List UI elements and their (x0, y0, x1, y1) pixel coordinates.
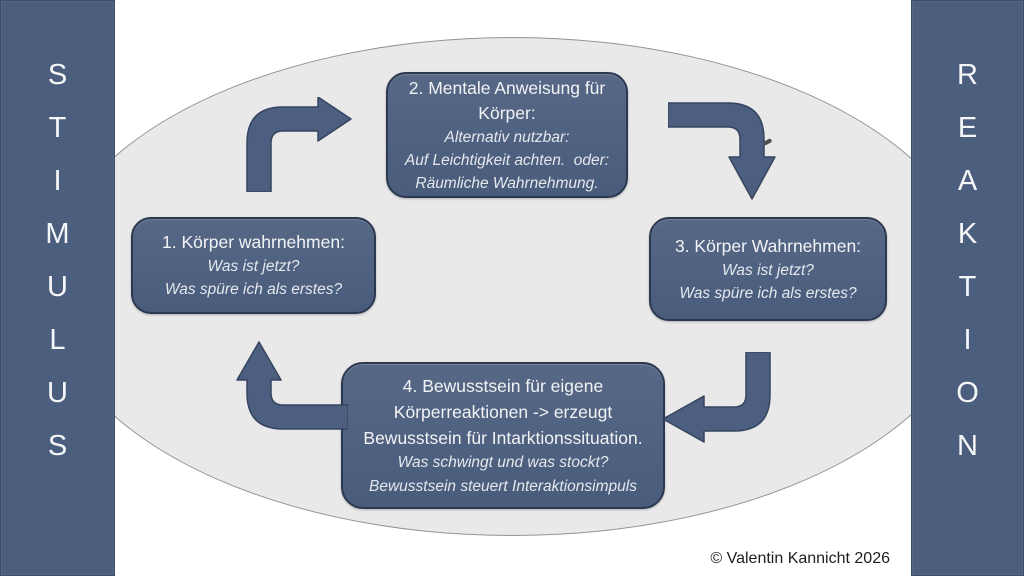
stimulus-letter: S (47, 430, 68, 462)
reaktion-letter: N (957, 430, 978, 462)
step-box-1: 1. Körper wahrnehmen: Was ist jetzt? Was… (131, 217, 376, 314)
stimulus-letter: M (45, 218, 70, 250)
reaktion-letter: K (957, 218, 978, 250)
reaktion-letter: R (957, 59, 978, 91)
step3-question-2: Was spüre ich als erstes? (679, 284, 857, 302)
reaktion-letter: I (963, 324, 972, 356)
step4-title-line2: Körperreaktionen -> erzeugt (393, 401, 613, 422)
step4-question-2: Bewusstsein steuert Interaktionsimpuls (369, 477, 637, 495)
stimulus-letter: L (49, 324, 66, 356)
stimulus-letter: U (47, 377, 68, 409)
step3-title: 3. Körper Wahrnehmen: (674, 235, 862, 256)
copyright-text: © Valentin Kannicht 2026 (710, 550, 890, 567)
stimulus-panel: S T I M U L U S (0, 0, 115, 576)
step1-question-1: Was ist jetzt? (207, 258, 300, 275)
reaktion-letter: E (957, 112, 978, 144)
reaktion-letter: T (958, 271, 977, 303)
stimulus-letter: U (47, 271, 68, 303)
step2-note-1: Alternativ nutzbar: (444, 128, 570, 146)
reaktion-letter: A (957, 165, 978, 197)
stimulus-letter: S (47, 59, 68, 91)
arrow-step3-to-step4-icon (662, 352, 771, 443)
arrow-step1-to-step2-icon (246, 97, 352, 192)
step4-title-line3: Bewusstsein für Intarktionssituation. (363, 427, 643, 448)
step2-title-line1: 2. Mentale Anweisung für (408, 77, 606, 98)
stimulus-letter: T (48, 112, 67, 144)
step2-note-2: Auf Leichtigkeit achten. oder: (404, 151, 610, 169)
step1-title: 1. Körper wahrnehmen: (162, 232, 345, 252)
step-box-3: 3. Körper Wahrnehmen: Was ist jetzt? Was… (649, 217, 887, 321)
reaktion-letter: O (956, 377, 979, 409)
step3-question-1: Was ist jetzt? (722, 261, 814, 279)
reaktion-panel: R E A K T I O N (911, 0, 1024, 576)
step1-question-2: Was spüre ich als erstes? (164, 281, 343, 298)
step-box-2: 2. Mentale Anweisung für Körper: Alterna… (386, 72, 628, 198)
step2-title-line2: Körper: (478, 102, 536, 123)
arrow-step2-to-step3-icon (668, 102, 776, 200)
step4-question-1: Was schwingt und was stockt? (397, 453, 609, 471)
step4-title-line1: 4. Bewusstsein für eigene (402, 375, 604, 396)
step-box-4: 4. Bewusstsein für eigene Körperreaktion… (341, 362, 665, 509)
arrow-step4-to-step1-icon (236, 341, 348, 430)
stimulus-letter: I (53, 165, 62, 197)
step2-note-3: Räumliche Wahrnehmung. (415, 174, 599, 192)
